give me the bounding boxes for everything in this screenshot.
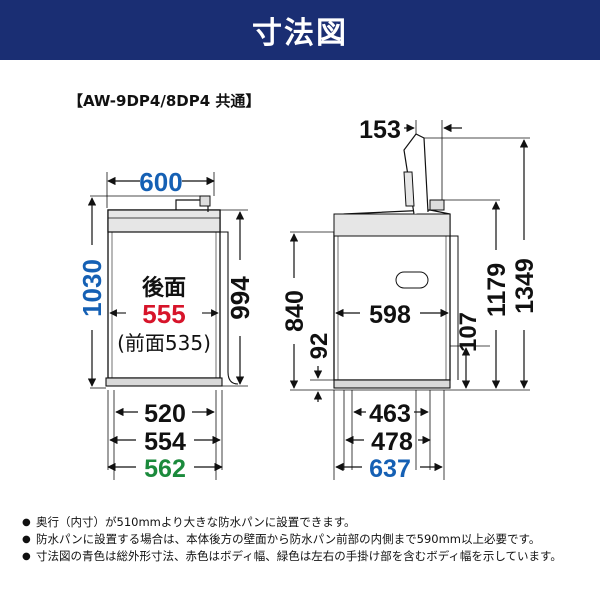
dim-height-92: 92 (306, 333, 333, 360)
front-top-panel (107, 209, 221, 233)
front-body (107, 209, 221, 379)
header-bar: 寸法図 (0, 0, 600, 60)
dim-front-height-total: 1030 (77, 259, 107, 317)
notes-list: ● 奥行（内寸）が510mmより大きな防水パンに設置できます。 ● 防水パンに設… (22, 514, 592, 565)
dim-height-1179: 1179 (483, 263, 511, 317)
side-view: 153 1179 1349 840 92 598 107 463 478 (281, 116, 539, 483)
dim-front-height-body: 994 (225, 276, 255, 320)
bullet-icon: ● (22, 517, 31, 528)
back-label: 後面 (142, 275, 186, 301)
dim-base-478: 478 (371, 428, 413, 456)
dim-depth-637: 637 (369, 455, 411, 483)
front-view: 600 1030 994 後面 555 (前面535) 520 554 562 (77, 167, 255, 483)
dim-base-463: 463 (369, 400, 411, 428)
dim-lid-153: 153 (359, 116, 401, 144)
side-base (333, 379, 451, 389)
dim-base-554: 554 (144, 428, 186, 456)
side-handle (395, 271, 429, 289)
note-item: ● 奥行（内寸）が510mmより大きな防水パンに設置できます。 (22, 515, 356, 529)
note-item: ● 寸法図の青色は総外形寸法、赤色はボディ幅、緑色は左右の手掛け部を含むボディ幅… (22, 549, 562, 563)
dim-height-1349: 1349 (511, 258, 539, 314)
dimension-diagram: 600 1030 994 後面 555 (前面535) 520 554 562 (77, 116, 539, 483)
page-title: 寸法図 (252, 16, 348, 51)
front-base (105, 377, 223, 387)
dim-front-width: (前面535) (117, 331, 211, 355)
dim-base-562: 562 (144, 455, 186, 483)
bullet-icon: ● (22, 534, 31, 545)
bullet-icon: ● (22, 551, 31, 562)
dim-back-width: 555 (142, 299, 185, 329)
drain-hose (220, 231, 239, 385)
note-item: ● 防水パンに設置する場合は、本体後方の壁面から防水パン前部の内側まで590mm… (22, 532, 541, 546)
dim-depth-598: 598 (369, 301, 411, 329)
model-label: 【AW-9DP4/8DP4 共通】 (68, 92, 261, 110)
dim-height-107: 107 (455, 312, 482, 352)
dim-front-width-total: 600 (139, 167, 182, 197)
dim-height-840: 840 (281, 290, 309, 332)
dim-base-520: 520 (144, 400, 186, 428)
